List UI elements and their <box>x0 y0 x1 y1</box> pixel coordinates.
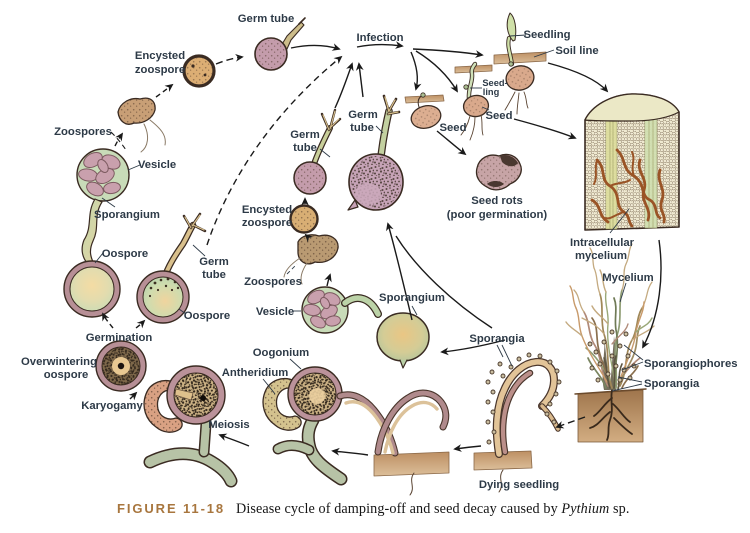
svg-text:Seedling: Seedling <box>523 29 570 41</box>
svg-text:Disease cycle of damping-off a: Disease cycle of damping-off and seed de… <box>236 501 630 517</box>
svg-text:zoospore: zoospore <box>242 217 292 229</box>
svg-text:Vesicle: Vesicle <box>256 306 294 318</box>
svg-text:tube: tube <box>350 122 374 134</box>
svg-text:Dying seedling: Dying seedling <box>479 479 559 491</box>
svg-text:Germ: Germ <box>348 109 378 121</box>
svg-text:Germination: Germination <box>86 332 153 344</box>
svg-text:tube: tube <box>293 142 317 154</box>
svg-text:Seed rots: Seed rots <box>471 195 522 207</box>
svg-text:Vesicle: Vesicle <box>138 159 176 171</box>
svg-text:Germ: Germ <box>290 129 320 141</box>
svg-text:Germ tube: Germ tube <box>238 13 295 25</box>
svg-text:FIGURE 11-18: FIGURE 11-18 <box>117 501 225 516</box>
svg-text:Mycelium: Mycelium <box>602 272 653 284</box>
svg-text:Oogonium: Oogonium <box>253 347 309 359</box>
svg-text:oospore: oospore <box>44 369 89 381</box>
svg-text:Seed: Seed <box>485 110 512 122</box>
svg-text:Meiosis: Meiosis <box>208 419 249 431</box>
svg-text:Oospore: Oospore <box>184 310 230 322</box>
svg-text:Encysted: Encysted <box>242 204 292 216</box>
svg-text:(poor germination): (poor germination) <box>447 209 548 221</box>
svg-text:Zoospores: Zoospores <box>244 276 302 288</box>
svg-text:ling: ling <box>483 87 500 97</box>
svg-text:Overwintering: Overwintering <box>21 356 97 368</box>
svg-text:Sporangia: Sporangia <box>644 378 700 390</box>
svg-text:Oospore: Oospore <box>102 248 148 260</box>
svg-text:Intracellular: Intracellular <box>570 237 635 249</box>
svg-text:zoospore: zoospore <box>135 64 185 76</box>
svg-text:Encysted: Encysted <box>135 50 185 62</box>
svg-text:Sporangium: Sporangium <box>379 292 445 304</box>
svg-text:Antheridium: Antheridium <box>222 367 289 379</box>
svg-text:Seed: Seed <box>439 122 466 134</box>
svg-text:Sporangiophores: Sporangiophores <box>644 358 738 370</box>
svg-text:Sporangium: Sporangium <box>94 209 160 221</box>
svg-text:Zoospores: Zoospores <box>54 126 112 138</box>
svg-text:Seed-: Seed- <box>482 78 507 88</box>
svg-text:Sporangia: Sporangia <box>469 333 525 345</box>
svg-text:Germ: Germ <box>199 256 229 268</box>
svg-text:Karyogamy: Karyogamy <box>81 400 143 412</box>
svg-text:Infection: Infection <box>356 32 403 44</box>
svg-text:Soil line: Soil line <box>555 45 598 57</box>
svg-text:mycelium: mycelium <box>575 250 627 262</box>
svg-text:tube: tube <box>202 269 226 281</box>
